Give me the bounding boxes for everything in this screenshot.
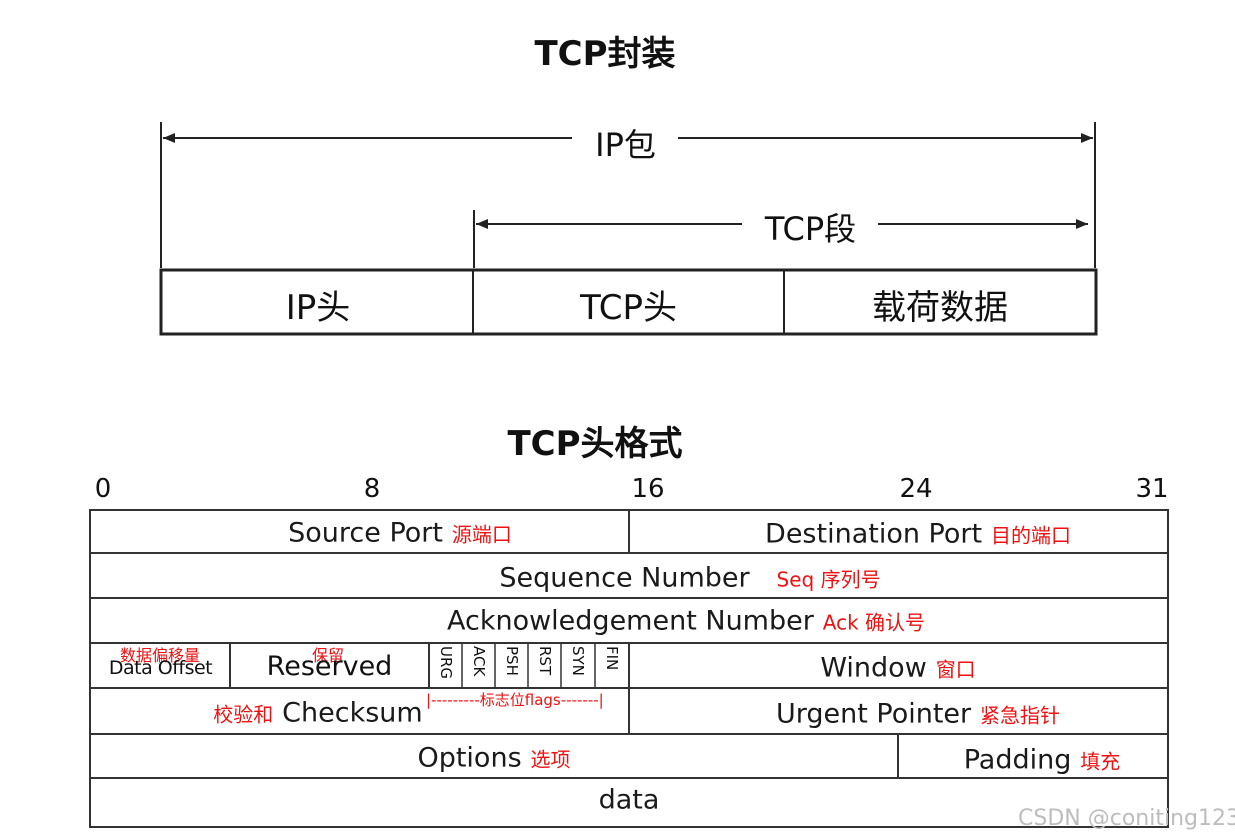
source-port-zh: 源端口 — [451, 522, 512, 547]
flag-rst: RST — [536, 646, 554, 676]
sequence-number-zh: Seq 序列号 — [776, 567, 881, 592]
reserved-zh: 保留 — [312, 646, 345, 665]
bit-label-24: 24 — [899, 474, 933, 504]
ack-number-label: Acknowledgement Number — [446, 605, 814, 637]
sequence-number-label: Sequence Number — [499, 562, 750, 594]
flag-ack: ACK — [470, 646, 488, 677]
checksum-field: 校验和 Checksum — [213, 696, 422, 729]
padding-zh: 填充 — [1080, 749, 1121, 774]
header-format-title: TCP头格式 — [507, 424, 683, 464]
tcp-seg-arrow-right-head — [1076, 219, 1088, 229]
source-port-label: Source Port — [288, 517, 443, 549]
ip-arrow-left-head — [163, 133, 175, 143]
encap-outer-box — [159, 268, 1098, 336]
destination-port-label: Destination Port — [765, 518, 983, 550]
urgent-pointer-field: Urgent Pointer 紧急指针 — [776, 697, 1060, 730]
ack-number-zh: Ack 确认号 — [822, 610, 926, 635]
tcp-seg-arrow-left-head — [476, 219, 488, 229]
checksum-zh: 校验和 — [213, 702, 274, 727]
data-offset-label: Data Offset — [108, 657, 213, 679]
window-label: Window — [820, 652, 927, 684]
ip-packet-label: IP包 — [578, 120, 673, 166]
tcp-segment-label: TCP段 — [748, 204, 873, 250]
bit-label-31: 31 — [1135, 474, 1169, 504]
flag-syn: SYN — [569, 646, 587, 676]
padding-field: Padding 填充 — [964, 743, 1121, 776]
window-field: Window 窗口 — [820, 651, 975, 684]
source-port-field: Source Port 源端口 — [288, 516, 512, 549]
checksum-label: Checksum — [282, 697, 423, 729]
watermark: CSDN @coniting123 — [1018, 806, 1235, 831]
data-field: data — [599, 783, 660, 816]
reserved-label: Reserved — [266, 651, 393, 682]
data-label: data — [598, 784, 660, 816]
bit-label-0: 0 — [94, 474, 112, 504]
ip-arrow-right-head — [1081, 133, 1093, 143]
flag-fin: FIN — [603, 646, 621, 671]
urgent-pointer-label: Urgent Pointer — [775, 698, 972, 730]
encapsulation-title: TCP封装 — [534, 34, 676, 74]
options-zh: 选项 — [530, 747, 571, 772]
data-offset-zh: 数据偏移量 — [120, 646, 201, 665]
bit-label-8: 8 — [363, 474, 381, 504]
flag-psh: PSH — [503, 646, 521, 676]
padding-label: Padding — [963, 744, 1072, 776]
urgent-pointer-zh: 紧急指针 — [980, 703, 1061, 728]
options-label: Options — [417, 742, 522, 774]
ack-number-field: Acknowledgement Number Ack 确认号 — [447, 604, 925, 637]
destination-port-zh: 目的端口 — [990, 523, 1071, 548]
ip-header-box: IP头 — [285, 288, 351, 328]
flags-note: |---------标志位flags-------| — [426, 691, 604, 709]
window-zh: 窗口 — [935, 657, 976, 682]
bit-label-16: 16 — [631, 474, 665, 504]
tcp-header-box: TCP头 — [579, 288, 678, 328]
payload-box: 载荷数据 — [872, 288, 1008, 328]
flag-urg: URG — [437, 646, 455, 680]
destination-port-field: Destination Port 目的端口 — [765, 517, 1071, 550]
sequence-number-field: Sequence Number Seq 序列号 — [499, 561, 880, 594]
options-field: Options 选项 — [417, 741, 570, 774]
